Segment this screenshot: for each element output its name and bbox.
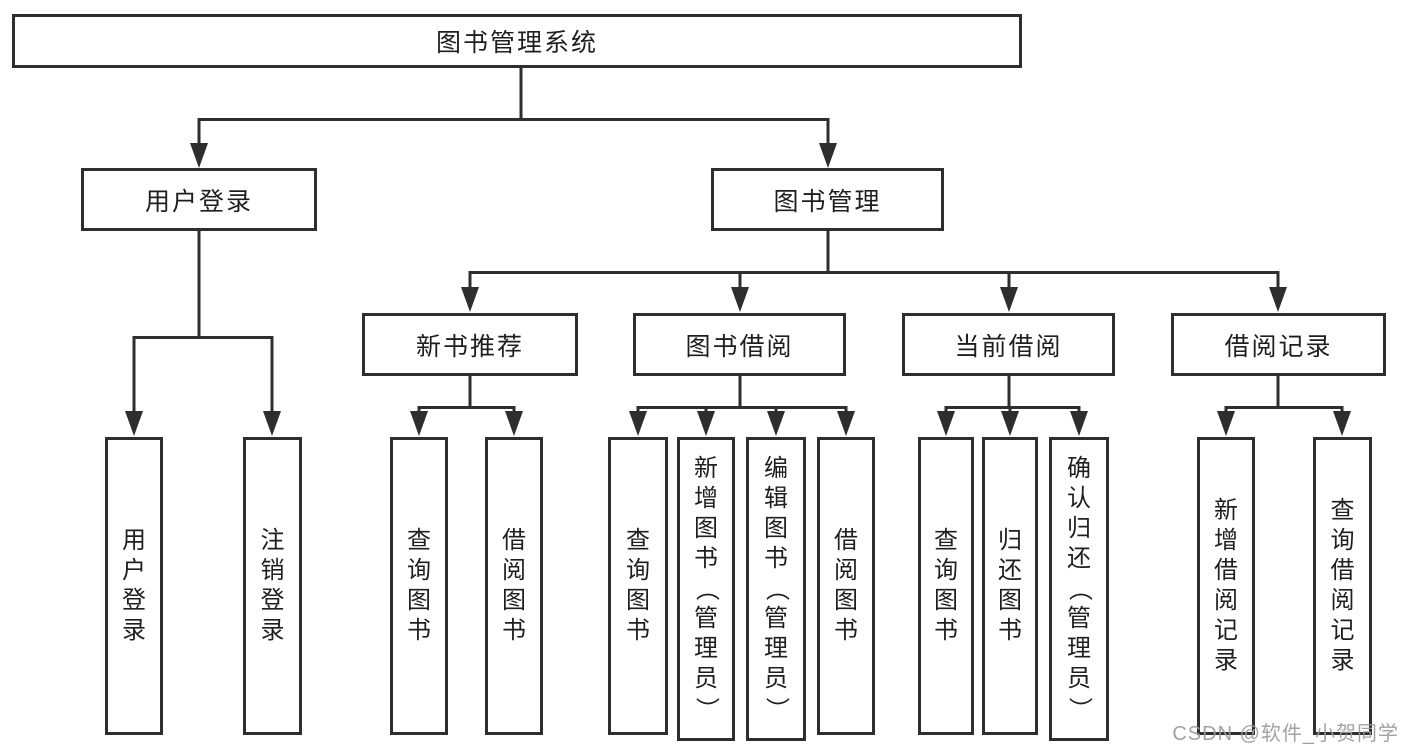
leaf-records-query-borrow-record: 查询借阅记录 [1313,437,1372,735]
node-book-management: 图书管理 [711,168,944,231]
leaf-borrow-borrow-books: 借阅图书 [817,437,875,735]
connector-user-login [125,230,281,436]
leaf-current-return-books: 归还图书 [982,437,1038,735]
node-borrow-records: 借阅记录 [1171,313,1386,376]
leaf-current-confirm-return-admin: 确认归还（管理员） [1049,437,1109,741]
node-book-borrow: 图书借阅 [633,313,846,376]
node-user-login: 用户登录 [81,168,317,231]
leaf-recommend-query-books: 查询图书 [390,437,448,735]
leaf-logout: 注销登录 [243,437,302,735]
connector-book-management [461,230,1287,312]
node-current-borrow: 当前借阅 [902,313,1115,376]
csdn-watermark: CSDN @软件_小贺同学 [1172,723,1399,745]
leaf-recommend-borrow-books: 借阅图书 [485,437,543,735]
node-new-book-recommend: 新书推荐 [362,313,578,376]
node-library-system: 图书管理系统 [12,14,1022,68]
leaf-records-add-borrow-record: 新增借阅记录 [1197,437,1255,735]
connector-current [937,374,1088,436]
leaf-user-login: 用户登录 [105,437,163,735]
leaf-borrow-add-book-admin: 新增图书（管理员） [677,437,735,741]
leaf-current-query-books: 查询图书 [918,437,974,735]
connector-records [1217,374,1351,436]
leaf-borrow-query-books: 查询图书 [608,437,668,735]
connector-borrow [629,374,855,436]
connector-recommend [410,374,523,436]
connector-root [190,66,837,168]
leaf-borrow-edit-book-admin: 编辑图书（管理员） [746,437,806,741]
